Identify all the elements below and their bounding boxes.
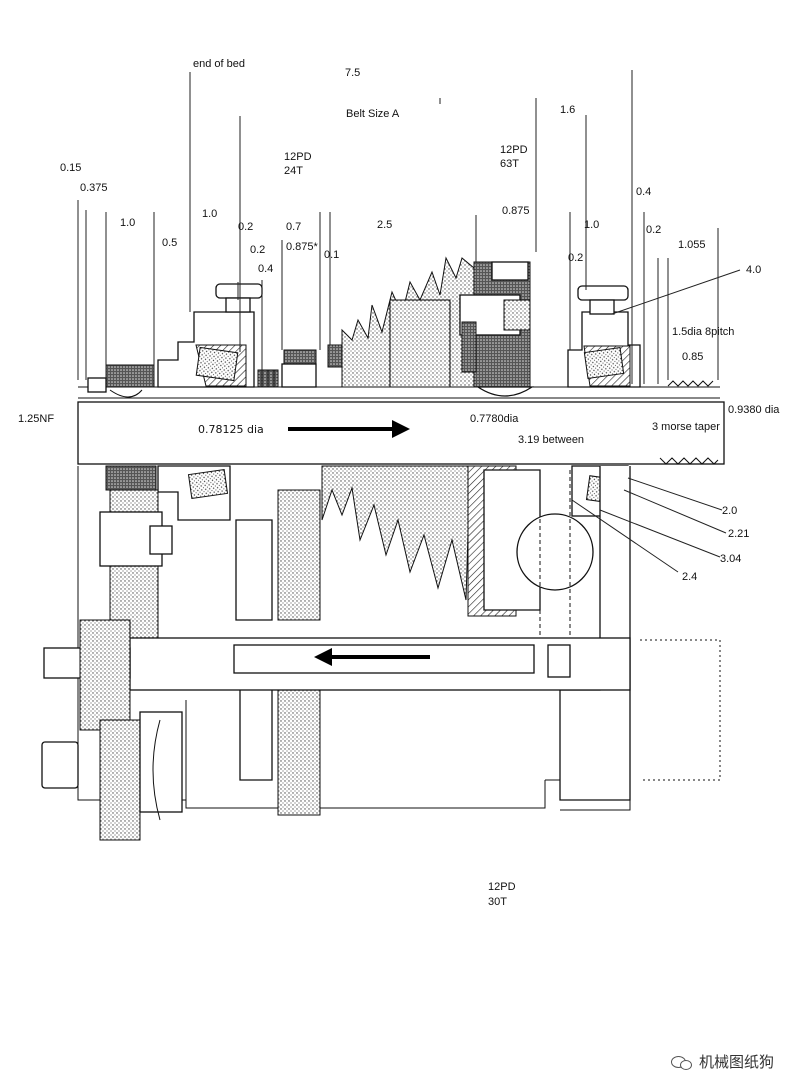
label-pulley-24t-teeth: 24T (284, 165, 303, 177)
label-2-5: 2.5 (377, 219, 392, 231)
label-0-1: 0.1 (324, 249, 339, 261)
label-0-4-b: 0.4 (258, 263, 273, 275)
label-1-25nf: 1.25NF (18, 413, 54, 425)
label-0-7780dia: 0.7780dia (470, 413, 519, 425)
label-1-055: 1.055 (678, 239, 706, 251)
label-0-78125-dia: 0.78125 dia (198, 423, 264, 436)
backgear-assembly (41, 465, 721, 841)
label-1-6: 1.6 (560, 104, 575, 116)
spindle-assembly (77, 256, 725, 465)
label-7-5: 7.5 (345, 67, 360, 79)
label-pulley-24t-pd: 12PD (284, 151, 312, 163)
label-0-5: 0.5 (162, 237, 177, 249)
label-belt-size: Belt Size A (346, 108, 400, 120)
label-3-04: 3.04 (720, 553, 741, 565)
label-0-2-a: 0.2 (238, 221, 253, 233)
watermark-text: 机械图纸狗 (698, 1053, 774, 1071)
label-3-19-between: 3.19 between (518, 434, 584, 446)
arrow-right-icon (392, 420, 410, 438)
label-1-0-a: 1.0 (120, 217, 135, 229)
label-end-of-bed: end of bed (193, 58, 245, 70)
label-0-875-star: 0.875* (286, 241, 319, 253)
label-0-85: 0.85 (682, 351, 703, 363)
label-4-0: 4.0 (746, 264, 761, 276)
label-0-7: 0.7 (286, 221, 301, 233)
label-2-4: 2.4 (682, 571, 697, 583)
label-0-4-a: 0.4 (636, 186, 651, 198)
arrow-left-icon (314, 648, 332, 666)
wechat-icon (670, 1054, 693, 1070)
label-1-5dia-8pitch: 1.5dia 8pitch (672, 326, 734, 338)
label-0-2-d: 0.2 (568, 252, 583, 264)
watermark: 机械图纸狗 (670, 1051, 774, 1072)
label-morse-taper: 3 morse taper (652, 421, 720, 433)
label-2-0: 2.0 (722, 505, 737, 517)
label-0-375: 0.375 (80, 182, 108, 194)
label-0-9380-dia: 0.9380 dia (728, 404, 780, 416)
label-0-2-c: 0.2 (646, 224, 661, 236)
label-0-2-b: 0.2 (250, 244, 265, 256)
label-0-15: 0.15 (60, 162, 81, 174)
label-0-875: 0.875 (502, 205, 530, 217)
label-1-0-b: 1.0 (202, 208, 217, 220)
label-pulley-63t-teeth: 63T (500, 158, 519, 170)
motion-arrows (288, 420, 430, 666)
label-1-0-c: 1.0 (584, 219, 599, 231)
label-pulley-30t-teeth: 30T (488, 896, 507, 908)
label-pulley-30t-pd: 12PD (488, 881, 516, 893)
dimension-leaders (77, 70, 741, 573)
label-pulley-63t-pd: 12PD (500, 144, 528, 156)
label-2-21: 2.21 (728, 528, 749, 540)
dimension-labels: end of bed 7.5 Belt Size A 1.6 12PD 24T … (18, 58, 780, 908)
